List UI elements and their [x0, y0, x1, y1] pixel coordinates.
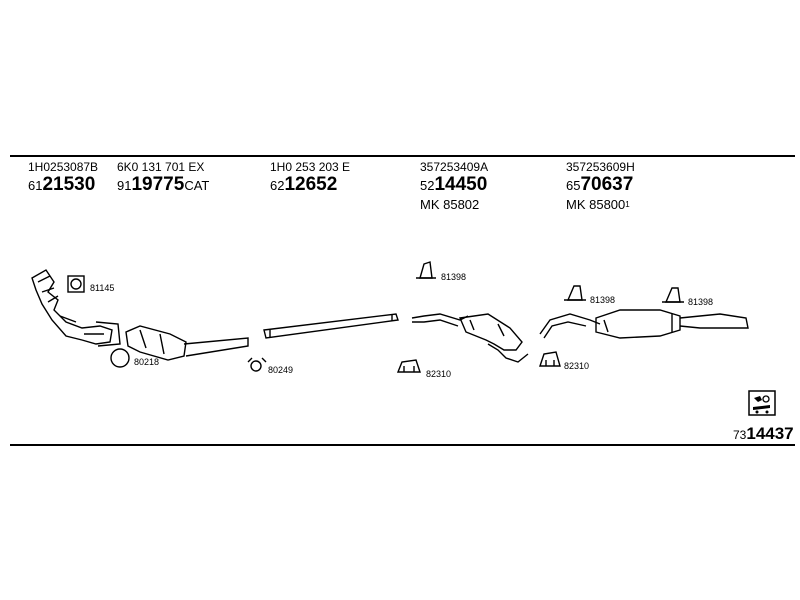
top-rule: [10, 155, 795, 157]
manifold-front-pipe: [31, 269, 121, 347]
part-column-2: 6K0 131 701 EX 9119775CAT: [117, 160, 209, 197]
callout-gasket: 81145: [90, 283, 115, 293]
callout-hanger: 81398: [590, 295, 616, 305]
bottom-rule: [10, 444, 795, 446]
rear-silencer: [539, 309, 749, 339]
callout-clamp: 82310: [564, 361, 590, 371]
mk-number: MK 858001: [566, 197, 630, 212]
ring-80218: [110, 348, 130, 368]
gasket-81145: [67, 275, 85, 293]
hanger-81398-c: [662, 287, 684, 303]
oe-number: 6K0 131 701 EX: [117, 160, 205, 174]
article-number: 6570637: [566, 174, 634, 195]
article-number: 5214450: [420, 174, 488, 195]
kit-article-number: 7314437: [733, 424, 794, 443]
mounting-kit-icon: [748, 390, 776, 416]
callout-ring: 80218: [134, 357, 160, 367]
callout-clamp: 82310: [426, 369, 452, 379]
oe-number: 357253609H: [566, 160, 635, 174]
part-column-1: 1H0253087B 6121530: [28, 160, 98, 197]
oe-number: 1H0 253 203 E: [270, 160, 351, 174]
oe-number: 357253409A: [420, 160, 489, 174]
clamp-82310-b: [539, 351, 561, 367]
article-number: 6121530: [28, 174, 96, 195]
catalytic-converter: [125, 325, 249, 361]
part-column-5: 357253609H 6570637 MK 858001: [566, 160, 635, 213]
mk-number: MK 85802: [420, 197, 480, 212]
middle-silencer: [411, 313, 529, 363]
hanger-81398-b: [564, 285, 586, 301]
part-column-4: 357253409A 5214450 MK 85802: [420, 160, 488, 213]
clamp-82310-a: [396, 359, 421, 373]
oe-number: 1H0253087B: [28, 160, 99, 174]
hanger-81398-a: [416, 261, 436, 279]
part-column-3: 1H0 253 203 E 6212652: [270, 160, 350, 197]
middle-pipe: [263, 313, 399, 339]
ring-80249: [247, 357, 267, 372]
article-number: 6212652: [270, 174, 338, 195]
callout-ring: 80249: [268, 365, 294, 375]
callout-hanger: 81398: [441, 272, 467, 282]
callout-hanger: 81398: [688, 297, 714, 307]
article-number: 9119775CAT: [117, 174, 210, 195]
